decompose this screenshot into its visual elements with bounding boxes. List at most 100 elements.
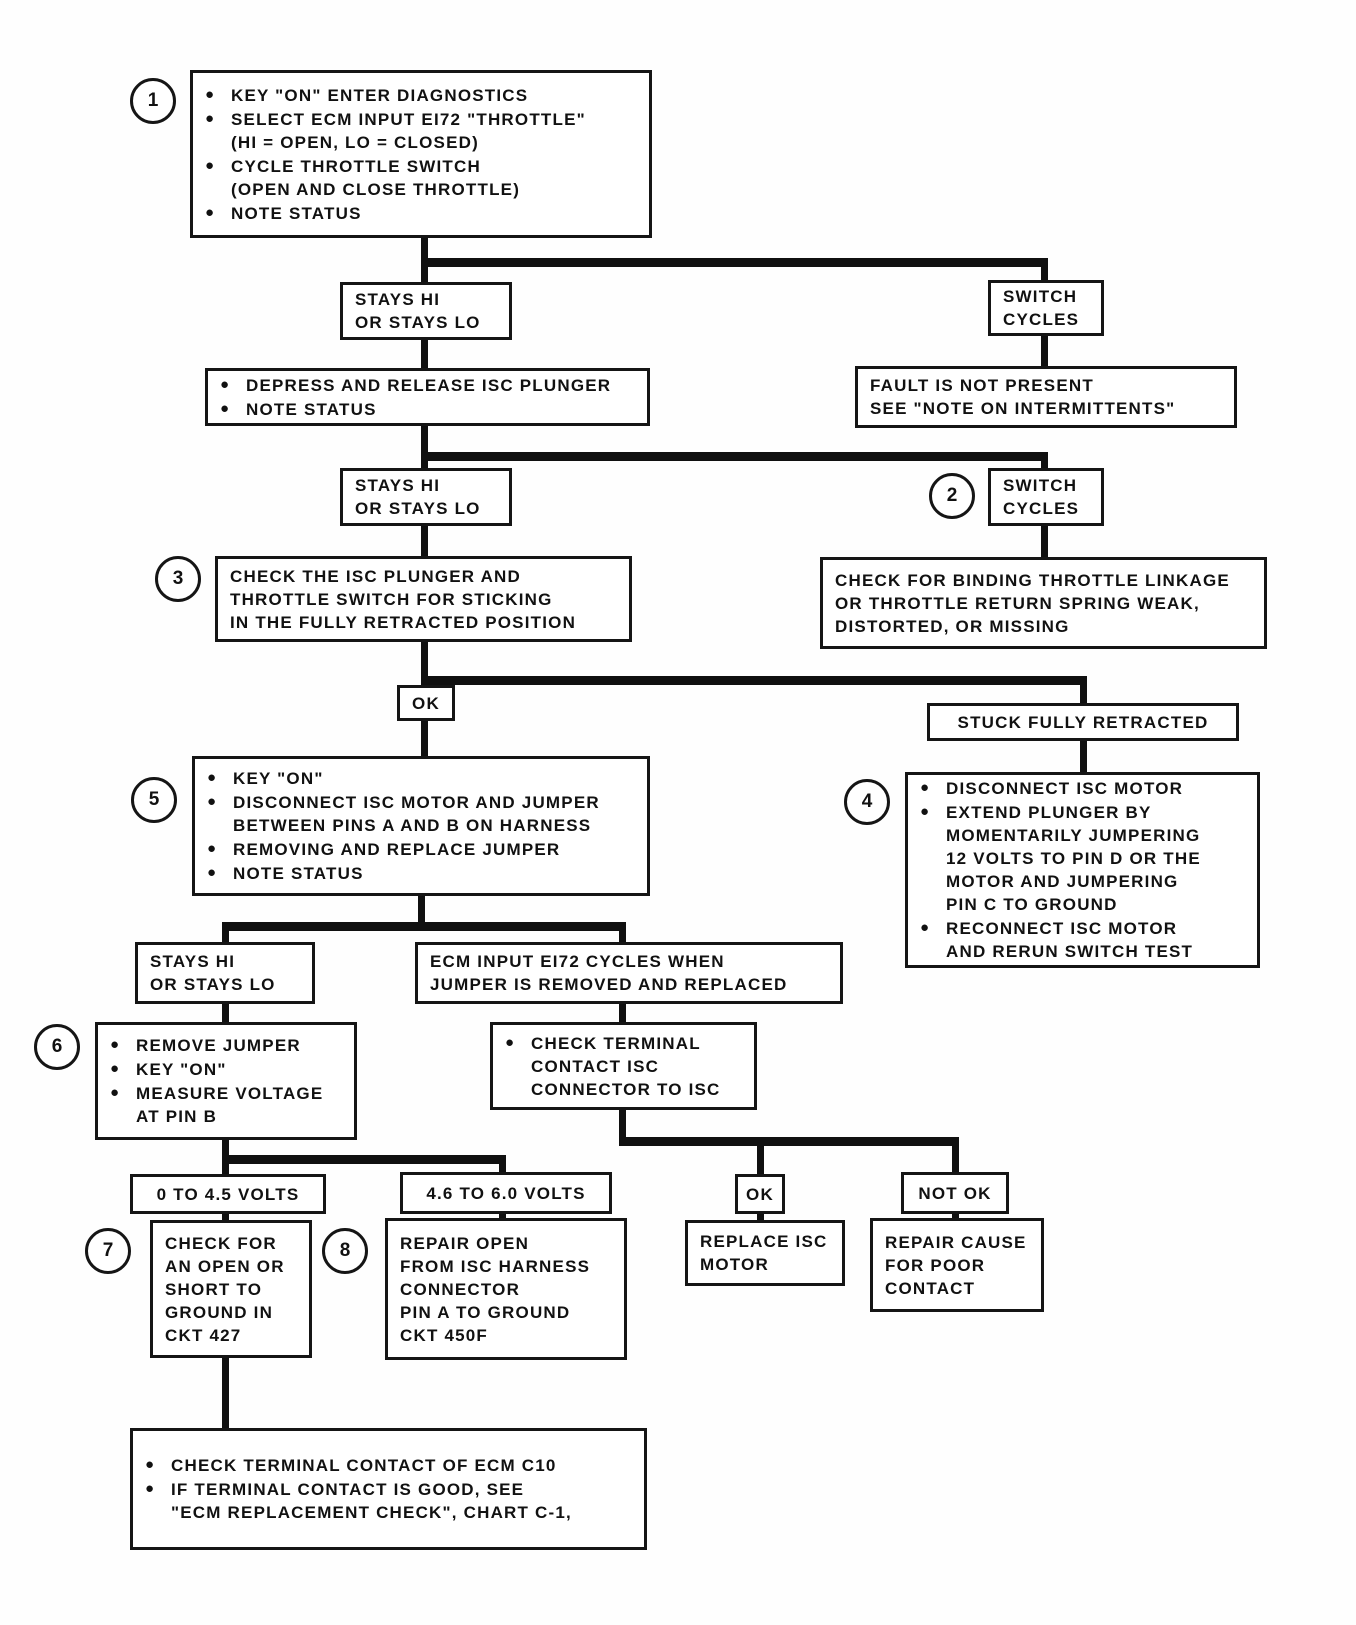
connector [1041,452,1048,468]
step-circle-7: 7 [85,1228,131,1274]
bullet-item: NOTE STATUS [203,201,586,225]
bullet-item: CYCLE THROTTLE SWITCH (OPEN AND CLOSE TH… [203,154,586,201]
step-circle-6: 6 [34,1024,80,1070]
connector [421,340,428,368]
connector [1080,741,1087,772]
connector [222,1358,229,1428]
connector [421,642,428,685]
bullet-list: REMOVE JUMPER KEY "ON" MEASURE VOLTAGE A… [98,1025,333,1137]
node-step8: REPAIR OPEN FROM ISC HARNESS CONNECTOR P… [385,1218,627,1360]
node-label: FAULT IS NOT PRESENT SEE "NOTE ON INTERM… [870,376,1176,418]
node-label: STUCK FULLY RETRACTED [957,712,1209,732]
node-label: CHECK FOR BINDING THROTTLE LINKAGE OR TH… [835,570,1230,636]
node-not-ok-contact: NOT OK [901,1172,1009,1214]
step-number: 4 [861,791,873,812]
bullet-item: KEY "ON" [108,1057,323,1081]
step-circle-4: 4 [844,779,890,825]
bullet-item: RECONNECT ISC MOTOR AND RERUN SWITCH TES… [918,916,1201,963]
step-circle-2: 2 [929,473,975,519]
bullet-item: EXTEND PLUNGER BY MOMENTARILY JUMPERING … [918,800,1201,916]
node-label: STAYS HI OR STAYS LO [355,476,481,518]
node-fault-not-present: FAULT IS NOT PRESENT SEE "NOTE ON INTERM… [855,366,1237,428]
bullet-item: DISCONNECT ISC MOTOR AND JUMPER BETWEEN … [205,790,600,837]
node-label: REPLACE ISC MOTOR [700,1232,828,1274]
node-depress-plunger: DEPRESS AND RELEASE ISC PLUNGER NOTE STA… [205,368,650,426]
connector [619,1110,626,1146]
step-number: 2 [946,485,958,506]
bullet-item: SELECT ECM INPUT EI72 "THROTTLE" (HI = O… [203,107,586,154]
node-label: NOT OK [918,1183,992,1203]
step-number: 7 [102,1240,114,1261]
node-ok-contact: OK [735,1174,785,1214]
bullet-item: KEY "ON" ENTER DIAGNOSTICS [203,83,586,107]
node-ok-retracted: OK [397,685,455,721]
node-label: CHECK THE ISC PLUNGER AND THROTTLE SWITC… [230,566,577,632]
node-label: CHECK FOR AN OPEN OR SHORT TO GROUND IN … [165,1233,285,1345]
connector [1041,336,1048,366]
step-number: 1 [147,90,159,111]
node-stays-hi-lo-1: STAYS HI OR STAYS LO [340,282,512,340]
connector [757,1137,764,1174]
connector [1041,526,1048,557]
node-stays-hi-lo-3: STAYS HI OR STAYS LO [135,942,315,1004]
node-label: OK [412,693,440,713]
node-label: STAYS HI OR STAYS LO [150,952,276,994]
node-step5: KEY "ON" DISCONNECT ISC MOTOR AND JUMPER… [192,756,650,896]
connector [499,1214,506,1220]
bullet-item: DEPRESS AND RELEASE ISC PLUNGER [218,373,611,397]
connector [421,526,428,556]
node-label: 0 TO 4.5 VOLTS [156,1184,300,1204]
bullet-list: KEY "ON" DISCONNECT ISC MOTOR AND JUMPER… [195,758,610,894]
node-label: SWITCH CYCLES [1003,476,1080,518]
bullet-item: DISCONNECT ISC MOTOR [918,776,1201,800]
node-label: SWITCH CYCLES [1003,287,1080,329]
node-stuck-fully-retracted: STUCK FULLY RETRACTED [927,703,1239,741]
node-label: OK [746,1184,774,1204]
connector [421,721,428,756]
connector [952,1214,959,1220]
connector [222,922,229,942]
bullet-item: NOTE STATUS [205,861,600,885]
connector [619,922,626,942]
bullet-list: DISCONNECT ISC MOTOR EXTEND PLUNGER BY M… [908,768,1211,972]
bullet-item: MEASURE VOLTAGE AT PIN B [108,1081,323,1128]
connector [421,676,1087,685]
step-number: 3 [172,568,184,589]
node-replace-isc-motor: REPLACE ISC MOTOR [685,1220,845,1286]
node-label: REPAIR CAUSE FOR POOR CONTACT [885,1232,1027,1298]
step-circle-5: 5 [131,777,177,823]
step-number: 8 [339,1240,351,1261]
step-circle-8: 8 [322,1228,368,1274]
bullet-item: REMOVE JUMPER [108,1033,323,1057]
step-number: 5 [148,789,160,810]
node-step7: CHECK FOR AN OPEN OR SHORT TO GROUND IN … [150,1220,312,1358]
node-label: STAYS HI OR STAYS LO [355,290,481,332]
connector [619,1004,626,1022]
node-label: 4.6 TO 6.0 VOLTS [426,1183,586,1203]
bullet-list: CHECK TERMINAL CONTACT ISC CONNECTOR TO … [493,1023,731,1110]
step-circle-1: 1 [130,78,176,124]
connector [952,1137,959,1174]
node-ecm-terminal-check: CHECK TERMINAL CONTACT OF ECM C10 IF TER… [130,1428,647,1550]
node-stays-hi-lo-2: STAYS HI OR STAYS LO [340,468,512,526]
node-step4: DISCONNECT ISC MOTOR EXTEND PLUNGER BY M… [905,772,1260,968]
step-circle-3: 3 [155,556,201,602]
node-ecm-cycles: ECM INPUT EI72 CYCLES WHEN JUMPER IS REM… [415,942,843,1004]
connector [222,922,626,931]
connector [222,1155,506,1164]
bullet-list: CHECK TERMINAL CONTACT OF ECM C10 IF TER… [133,1445,582,1533]
bullet-item: CHECK TERMINAL CONTACT ISC CONNECTOR TO … [503,1031,721,1101]
node-label: REPAIR OPEN FROM ISC HARNESS CONNECTOR P… [400,1233,591,1345]
node-step6: REMOVE JUMPER KEY "ON" MEASURE VOLTAGE A… [95,1022,357,1140]
connector [222,1004,229,1022]
step-number: 6 [51,1036,63,1057]
node-check-plunger-sticking: CHECK THE ISC PLUNGER AND THROTTLE SWITC… [215,556,632,642]
bullet-item: KEY "ON" [205,766,600,790]
bullet-item: CHECK TERMINAL CONTACT OF ECM C10 [143,1453,572,1477]
connector [421,426,428,468]
connector [418,896,425,931]
connector [421,452,1048,461]
bullet-item: REMOVING AND REPLACE JUMPER [205,837,600,861]
connector [499,1155,506,1174]
connector [757,1214,764,1222]
